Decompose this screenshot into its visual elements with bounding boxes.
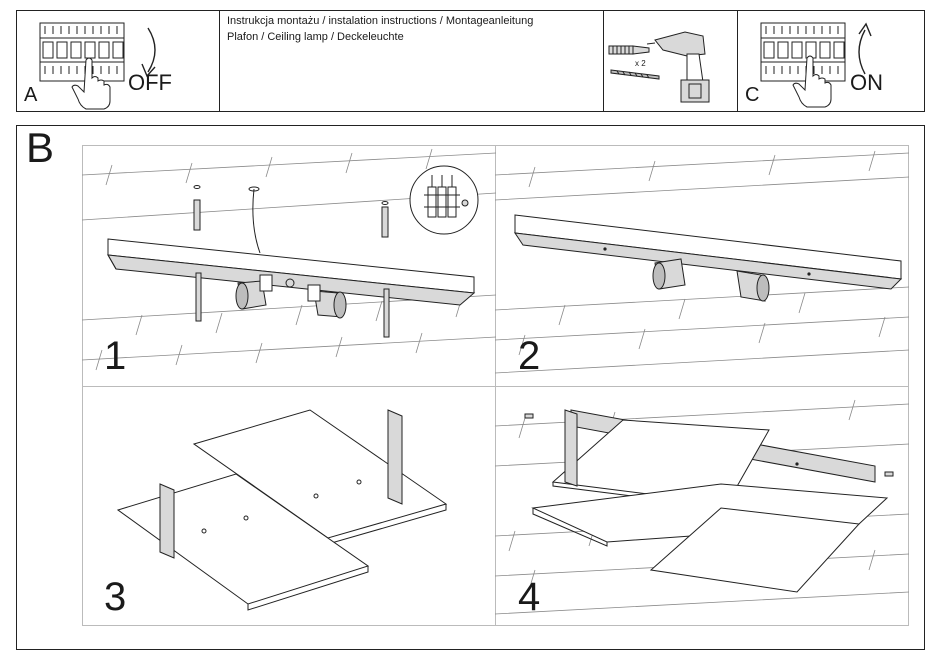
- screw-icon: [610, 69, 660, 80]
- circuit-breaker-icon: [39, 22, 125, 82]
- panel-2-drawing: [494, 150, 910, 374]
- screw-icon: [193, 185, 390, 338]
- step-c-label: ON: [850, 70, 883, 95]
- hand-icon: [71, 57, 111, 110]
- cover-plate-lower: [531, 483, 889, 593]
- cover-plate-lower: [116, 473, 370, 611]
- curved-arrow-up-icon: [858, 29, 866, 75]
- curved-arrow-down-icon: [147, 27, 156, 73]
- panel-4-drawing: [494, 399, 910, 615]
- step-a-label: OFF: [128, 70, 172, 95]
- panel-4-number: 4: [518, 575, 541, 619]
- step-a-letter: A: [24, 84, 38, 106]
- header-title-line2: Plafon / Ceiling lamp / Deckeleuchte: [227, 31, 404, 43]
- spotlight-left: [652, 258, 686, 290]
- section-b-box: [16, 125, 925, 650]
- screw-icon: [884, 471, 894, 477]
- step-c-box: [737, 10, 925, 112]
- mounting-bar: [513, 214, 903, 290]
- panel-3-drawing: [116, 409, 448, 611]
- spotlight-left: [235, 274, 273, 310]
- step-a-breakers: [39, 22, 156, 110]
- mounting-bar: [107, 238, 476, 306]
- power-cable: [252, 188, 261, 254]
- ceiling-bricks: [494, 150, 910, 374]
- tools-quantity: x 2: [635, 59, 646, 68]
- header-title-line1: Instrukcja montażu / instalation instruc…: [227, 15, 534, 27]
- section-b-letter: B: [26, 124, 55, 171]
- screw-icon: [524, 413, 534, 419]
- spotlight-right: [307, 284, 347, 319]
- terminal-block-detail: [409, 165, 479, 235]
- panel-4: [495, 386, 909, 626]
- cover-plate-upper: [551, 409, 770, 509]
- panel-3-number: 3: [104, 575, 127, 619]
- panel-1-drawing: [81, 148, 497, 371]
- panel-1-number: 1: [104, 334, 127, 378]
- ceiling-bricks: [81, 148, 497, 371]
- hand-icon: [792, 55, 832, 108]
- drill-icon: [646, 31, 710, 103]
- step-c-breakers: [760, 22, 872, 108]
- spotlight-right: [736, 270, 770, 302]
- step-c-letter: C: [745, 84, 760, 106]
- circuit-breaker-icon: [760, 22, 846, 82]
- step-tools-drawing: [608, 31, 710, 103]
- wall-plug-icon: [608, 45, 650, 55]
- panel-2-number: 2: [518, 334, 541, 378]
